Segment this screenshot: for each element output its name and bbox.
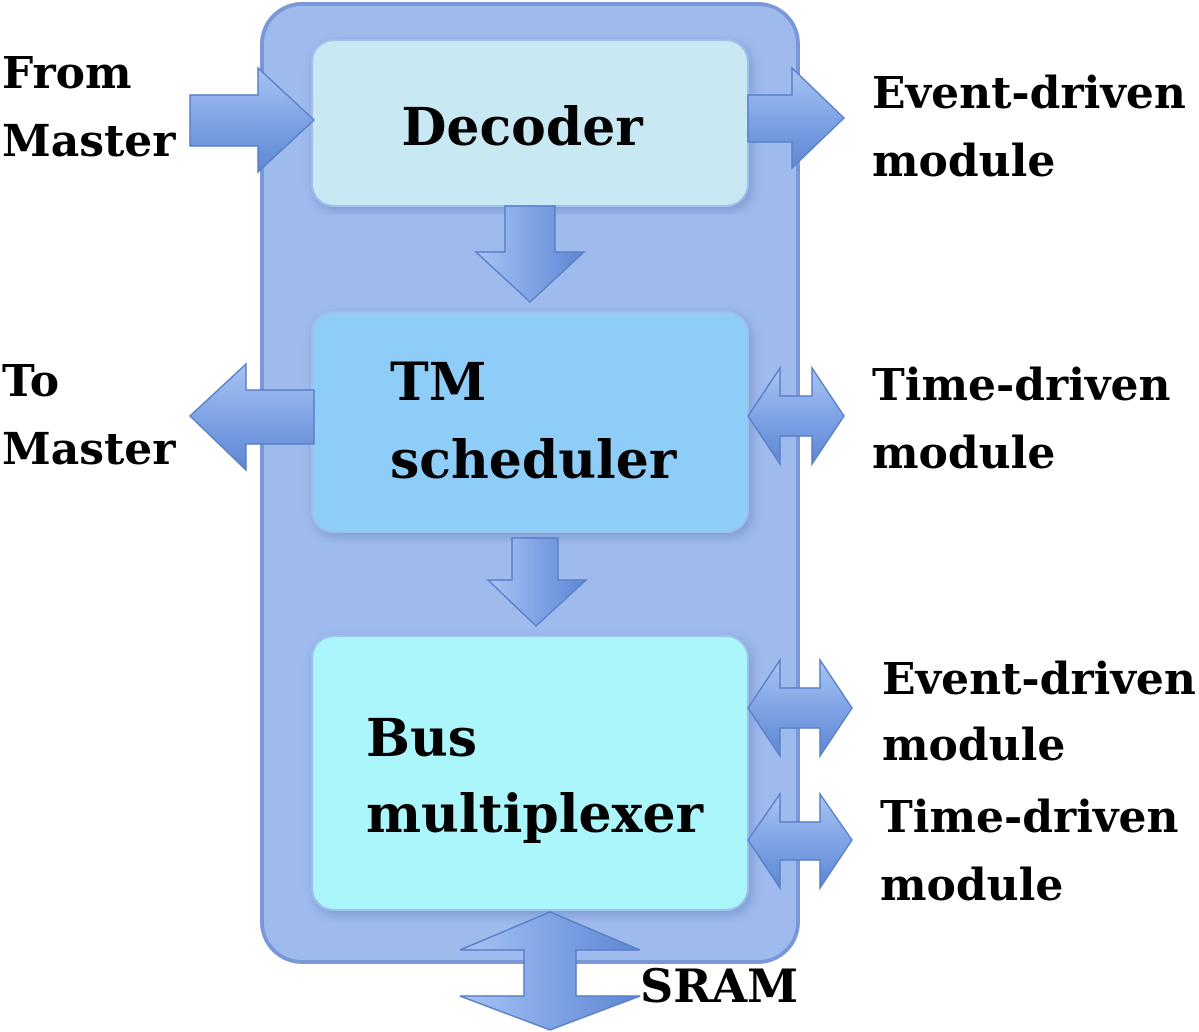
block-decoder: Decoder: [311, 39, 749, 207]
label-scheduler-time-module-line2: module: [872, 428, 1055, 479]
arrow-mux-sram: [459, 911, 641, 1031]
arrow-decoder-to-event-module: [747, 66, 846, 170]
bus-multiplexer-label-line2: multiplexer: [366, 784, 704, 845]
arrow-scheduler-to-master: [188, 362, 315, 472]
arrow-mux-time-module: [747, 791, 853, 891]
block-bus-multiplexer: Bus multiplexer: [311, 635, 749, 911]
decoder-label: Decoder: [401, 97, 643, 158]
tm-scheduler-label: TM: [390, 352, 486, 413]
label-sram: SRAM: [640, 959, 798, 1013]
arrow-decoder-to-scheduler: [474, 205, 586, 304]
label-mux-event-module-line2: module: [882, 720, 1065, 771]
label-decoder-event-module: Event-driven: [872, 68, 1186, 119]
label-from-master: From: [2, 48, 132, 99]
bus-multiplexer-label: Bus: [366, 708, 477, 769]
label-mux-time-module: Time-driven: [880, 792, 1178, 843]
arrow-scheduler-to-mux: [486, 537, 588, 628]
label-decoder-event-module-line2: module: [872, 136, 1055, 187]
label-from-master-line2: Master: [2, 116, 176, 167]
tm-scheduler-box: [311, 311, 749, 533]
bus-multiplexer-box: [311, 635, 749, 911]
arrow-scheduler-time-module: [747, 365, 845, 467]
label-mux-event-module: Event-driven: [882, 654, 1196, 705]
label-to-master: To: [2, 356, 59, 407]
tm-scheduler-label-line2: scheduler: [390, 430, 677, 491]
label-scheduler-time-module: Time-driven: [872, 360, 1170, 411]
label-to-master-line2: Master: [2, 424, 176, 475]
label-mux-time-module-line2: module: [880, 860, 1063, 911]
arrow-from-master: [189, 66, 316, 174]
block-tm-scheduler: TM scheduler: [311, 311, 749, 533]
arrow-mux-event-module: [747, 657, 853, 759]
